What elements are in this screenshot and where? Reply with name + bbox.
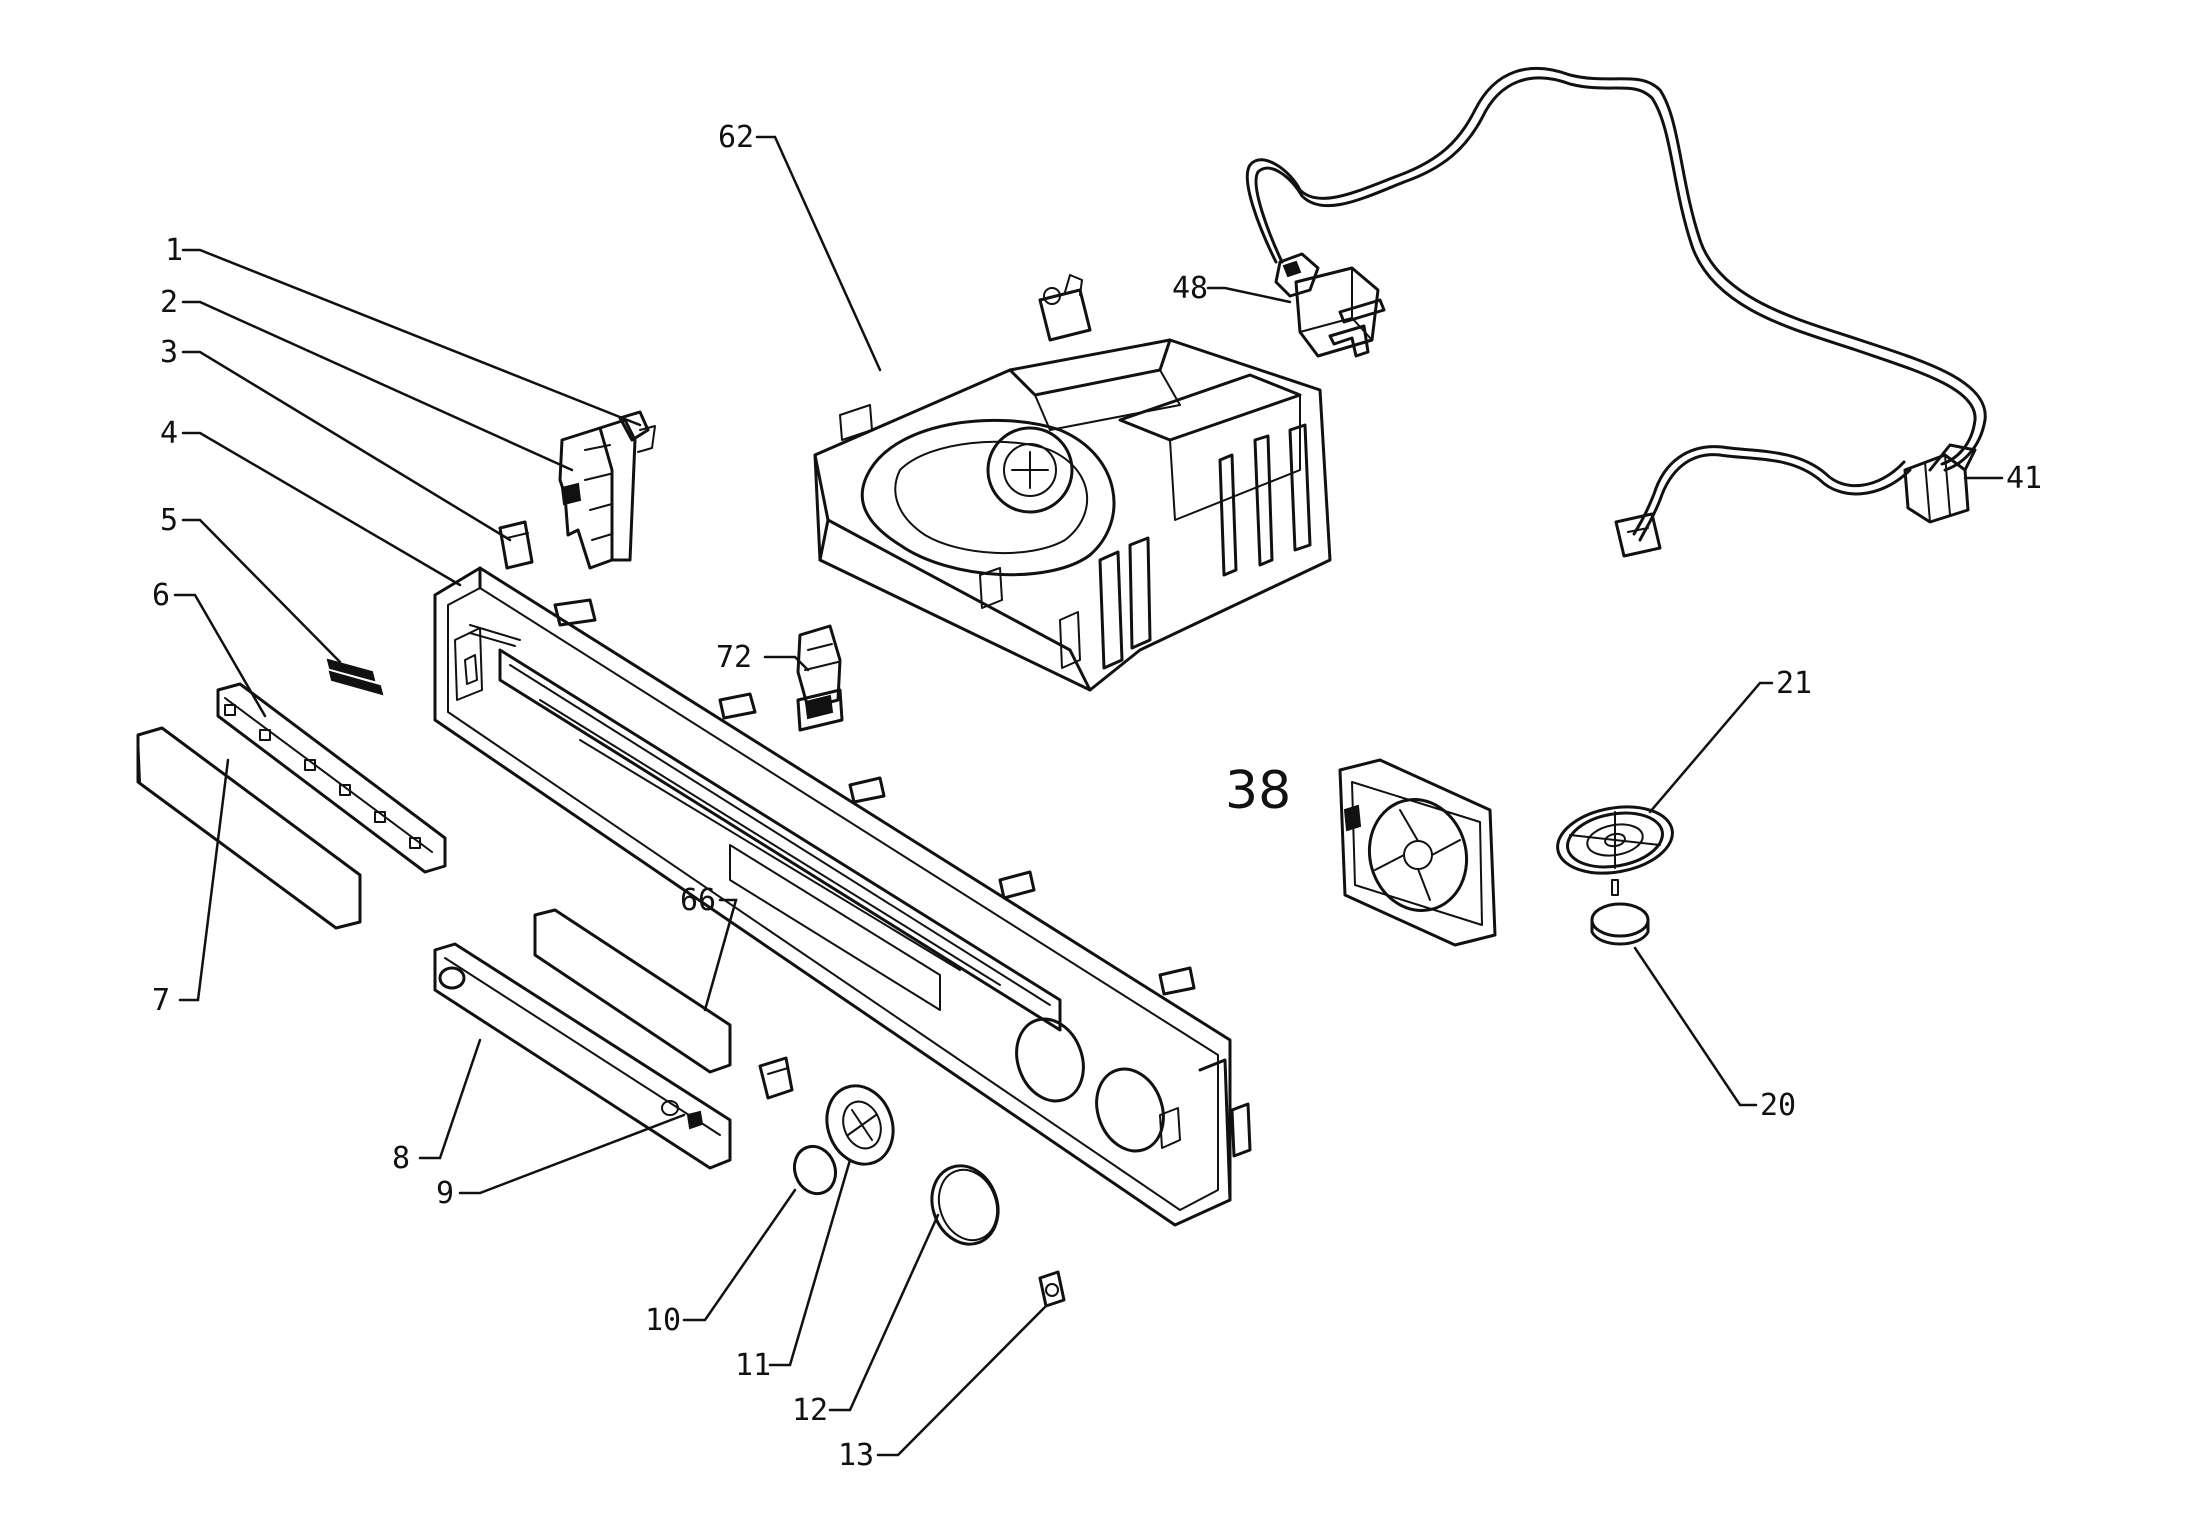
- callout-48: 48: [1172, 271, 1208, 306]
- cooling-fan: [1338, 758, 1497, 947]
- tact-switch: [796, 624, 844, 732]
- callout-62: 62: [718, 120, 754, 155]
- leader-lines: [173, 135, 2004, 1457]
- small-cap: [498, 520, 534, 570]
- callout-41: 41: [2006, 461, 2042, 496]
- callout-8: 8: [392, 1141, 410, 1176]
- speaker: [1556, 805, 1674, 896]
- disc-mechanism: [813, 274, 1332, 692]
- callout-13: 13: [838, 1438, 874, 1473]
- power-cord: [1245, 67, 1987, 558]
- callout-labels: 1 2 3 4 5 6 7 8 9 10 11 12 13 20 21 38 4…: [152, 120, 2042, 1473]
- callout-9: 9: [436, 1176, 454, 1211]
- callout-10: 10: [645, 1303, 681, 1338]
- volume-knob: [930, 1164, 1000, 1246]
- callout-5: 5: [160, 503, 178, 538]
- callout-1: 1: [165, 233, 183, 268]
- callout-4: 4: [160, 416, 178, 451]
- ac-plug: [1274, 252, 1386, 358]
- callout-20: 20: [1760, 1088, 1796, 1123]
- callout-72: 72: [716, 640, 752, 675]
- control-panel: [433, 942, 732, 1170]
- brand-emblem: [326, 658, 384, 696]
- speaker-magnet: [1590, 902, 1650, 946]
- callout-12: 12: [792, 1393, 828, 1428]
- display-window: [533, 908, 732, 1074]
- callout-21: 21: [1776, 666, 1812, 701]
- callout-7: 7: [152, 983, 170, 1018]
- jack-cover: [1038, 1270, 1066, 1308]
- lens-panel: [136, 726, 362, 930]
- callout-11: 11: [735, 1348, 771, 1383]
- knob-assembly: [792, 1084, 895, 1196]
- button-panel: [216, 682, 447, 874]
- callout-6: 6: [152, 578, 170, 613]
- callout-66: 66: [680, 883, 716, 918]
- power-button: [758, 1056, 794, 1100]
- callout-2: 2: [160, 285, 178, 320]
- front-bezel: [433, 566, 1252, 1227]
- switch-bracket: [558, 410, 656, 570]
- callout-3: 3: [160, 335, 178, 370]
- callout-38: 38: [1225, 761, 1291, 821]
